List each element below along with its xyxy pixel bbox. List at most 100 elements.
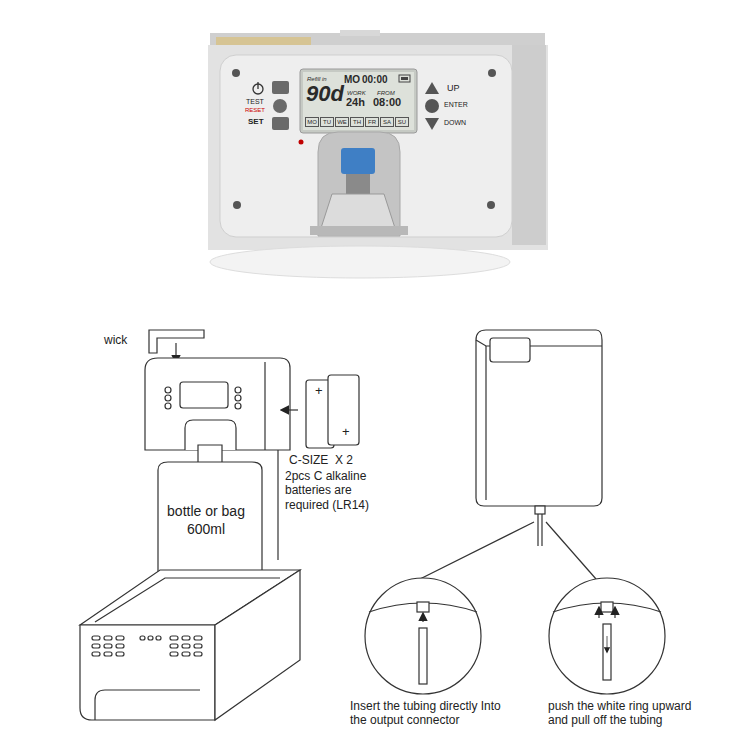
tray-side	[215, 570, 300, 720]
device-photo	[208, 30, 548, 278]
screw	[487, 201, 495, 209]
button	[272, 81, 289, 94]
display-window	[180, 382, 228, 408]
vent-slots	[92, 636, 202, 656]
pump-cap	[341, 148, 375, 174]
button	[272, 117, 289, 130]
button-label: UP	[447, 83, 460, 94]
button	[165, 403, 171, 409]
vent-slot	[104, 644, 112, 648]
power-icon	[257, 82, 258, 89]
polarity-mark: +	[315, 383, 323, 399]
vent-slot	[182, 652, 190, 656]
button	[235, 387, 241, 393]
vent-slot	[170, 652, 178, 656]
button-label: SET	[248, 117, 264, 127]
housing-texture	[216, 37, 311, 45]
button-label: TEST	[246, 98, 264, 106]
button	[165, 387, 171, 393]
lcd-day: FR	[365, 117, 379, 127]
vent-slot	[116, 652, 124, 656]
lcd-clock: 00:00	[362, 75, 388, 85]
lcd-weekday: MO	[344, 75, 360, 85]
battery	[328, 375, 359, 445]
detail-circle	[549, 578, 665, 694]
vent-slot	[170, 636, 178, 640]
ring-arrow	[598, 608, 599, 618]
tubing	[419, 628, 427, 684]
housing-body	[208, 45, 548, 250]
battery-icon	[399, 75, 410, 82]
bottle-neck	[321, 194, 395, 228]
leader-line	[418, 522, 534, 580]
vent-slot	[170, 644, 178, 648]
tubing	[541, 514, 542, 546]
dispenser-head	[145, 358, 290, 450]
exploded-view	[80, 330, 359, 720]
down-button	[425, 118, 439, 130]
screw	[233, 201, 241, 209]
dispenser-bottom	[553, 603, 661, 612]
screw	[232, 69, 240, 77]
vent-slot	[182, 636, 190, 640]
vent-slot	[194, 644, 202, 648]
ring-arrow	[614, 608, 615, 618]
lcd-frame	[300, 69, 417, 133]
vent-slot	[104, 652, 112, 656]
tubing-view	[365, 330, 665, 694]
dispenser-body	[476, 330, 602, 506]
pull-arrow	[607, 636, 608, 652]
housing-clip	[340, 30, 380, 36]
lcd-day: TU	[320, 117, 334, 127]
part-name: wick	[104, 333, 127, 347]
detail-circle	[365, 578, 481, 694]
battery-note: 2pcs C alkaline batteries are required (…	[285, 469, 381, 512]
tubing	[537, 514, 538, 546]
lcd-interval: 24h	[346, 97, 365, 108]
pump-stem	[346, 174, 370, 194]
button-label: DOWN	[444, 119, 466, 127]
bottle-top	[210, 246, 510, 278]
lcd-caption: FROM	[377, 90, 395, 96]
lcd-start-time: 08:00	[373, 97, 401, 108]
vent-slot	[116, 636, 124, 640]
screw	[488, 69, 496, 77]
button	[165, 395, 171, 401]
clip-bar	[310, 226, 408, 235]
output-connector	[601, 602, 613, 612]
nozzle-opening	[318, 132, 400, 236]
lcd-days-left: 90d	[306, 83, 344, 105]
dispenser-bottom	[369, 603, 477, 612]
button	[273, 99, 287, 113]
lcd-day: SU	[395, 117, 409, 127]
vent-slot	[140, 636, 145, 640]
output-connector	[417, 602, 429, 612]
push-arrow	[422, 614, 423, 622]
instruction-note: Insert the tubing directly Into the outp…	[350, 699, 502, 728]
lcd-day: MO	[305, 117, 319, 127]
battery-spec: C-SIZE X 2	[289, 453, 353, 467]
insert-arrow	[282, 409, 298, 410]
housing-edge	[264, 362, 265, 450]
button-label: RESET	[245, 107, 265, 114]
housing-side	[512, 45, 546, 245]
bottle-label-area: bottle or bag 600ml	[152, 500, 260, 550]
leader-line	[546, 522, 596, 579]
vent-slot	[92, 644, 100, 648]
vent-slot	[116, 644, 124, 648]
hinge-line	[277, 450, 278, 560]
vent-slot	[92, 636, 100, 640]
lcd-day: TH	[350, 117, 364, 127]
polarity-mark: +	[342, 424, 350, 440]
lcd-caption: Refill in	[307, 76, 327, 82]
vent-slot	[156, 636, 161, 640]
up-button	[425, 82, 439, 94]
front-panel	[220, 55, 512, 237]
button	[235, 403, 241, 409]
lcd-day: SA	[380, 117, 394, 127]
vent-slot	[194, 652, 202, 656]
lcd-caption: WORK	[347, 90, 366, 96]
lcd-day: WE	[335, 117, 349, 127]
